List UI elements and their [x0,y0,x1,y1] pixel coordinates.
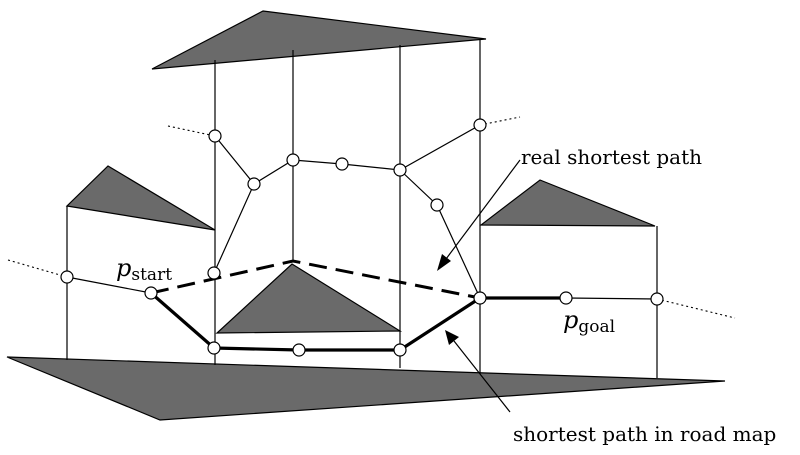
floor-obstacle [6,356,726,421]
ceiling-obstacle [151,10,487,70]
road-path-arrowhead [445,330,459,345]
node [60,270,74,284]
real-path-arrowhead [437,254,451,271]
node [286,153,300,167]
goal-sub: goal [578,317,615,337]
goal-node [559,291,573,305]
goal-var: p [563,306,578,334]
right-block-obstacle [479,179,656,227]
node [208,129,222,143]
node [335,157,349,171]
left-block-obstacle [65,165,216,231]
start-var: p [116,254,131,282]
roadmap-nodes [60,118,664,357]
node [430,198,444,212]
goal-label: pgoal [563,306,615,337]
road-path-arrow-line [453,340,511,413]
real-path-arrow-line [445,159,521,260]
center-pyramid-obstacle [215,263,403,334]
dotted-extensions [7,116,736,319]
node [393,343,407,357]
start-node [144,286,158,300]
node [247,177,261,191]
real-shortest-path-label: real shortest path [521,145,702,169]
annotation-arrows [437,159,521,413]
node [393,163,407,177]
node [650,292,664,306]
node [207,266,221,280]
node [473,291,487,305]
node [292,343,306,357]
start-label: pstart [116,254,172,285]
roadmap-path-label: shortest path in road map [513,422,776,446]
node [473,118,487,132]
start-sub: start [131,265,172,285]
roadmap-shortest-path [149,291,566,352]
node [207,341,221,355]
